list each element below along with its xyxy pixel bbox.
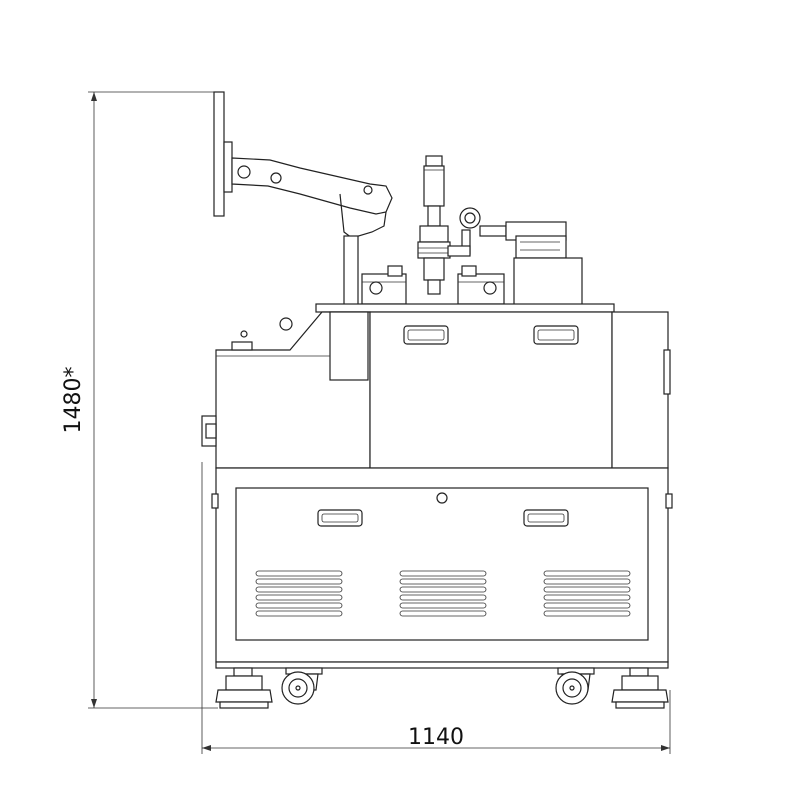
caster-left	[281, 667, 323, 705]
vent-right	[543, 570, 631, 617]
left-stage-unit	[361, 265, 407, 305]
right-stage-unit	[457, 265, 505, 305]
base-frame	[215, 661, 669, 669]
width-dimension-label: 1140	[408, 725, 464, 750]
upper-cabinet	[215, 311, 671, 469]
vent-center	[399, 570, 487, 617]
leveling-foot-right	[611, 667, 669, 709]
vent-left	[255, 570, 343, 617]
lower-cabinet	[211, 467, 673, 663]
width-dimension: 1140	[201, 462, 671, 754]
table-top	[315, 303, 615, 313]
microscope	[417, 155, 451, 295]
side-bracket	[201, 415, 217, 447]
leveling-foot-left	[215, 667, 273, 709]
height-dimension-label: 1480*	[61, 367, 86, 434]
height-dimension: 1480*	[61, 91, 218, 709]
caster-right	[555, 667, 595, 705]
monitor-assembly	[213, 91, 393, 311]
